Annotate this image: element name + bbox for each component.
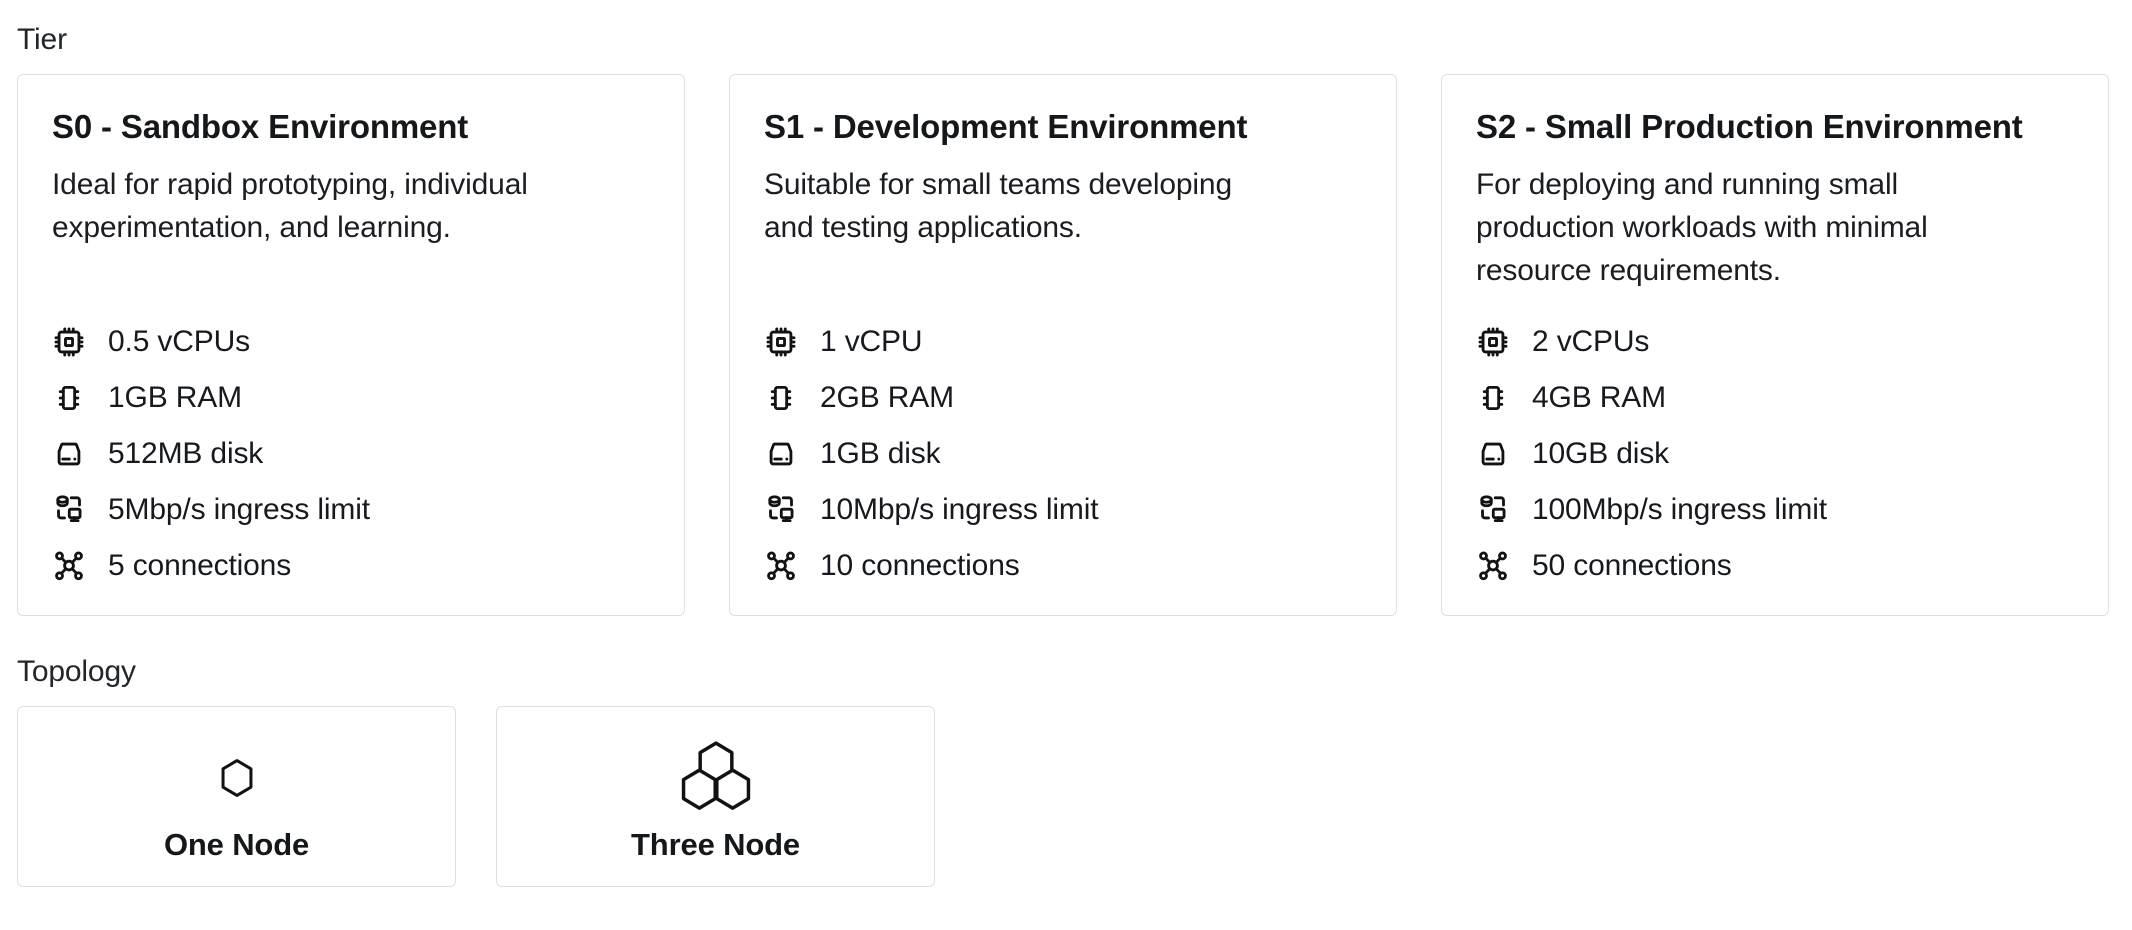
spec-label: 1 vCPU xyxy=(820,325,923,358)
topology-icon-box xyxy=(678,727,754,828)
spec-label: 1GB disk xyxy=(820,437,941,470)
spec-row-connections: 5 connections xyxy=(52,538,650,594)
topology-options-row: One Node Three Node xyxy=(17,706,2112,887)
spec-label: 10Mbp/s ingress limit xyxy=(820,493,1099,526)
spec-label: 2 vCPUs xyxy=(1532,325,1650,358)
topology-card-three-node[interactable]: Three Node xyxy=(496,706,935,887)
tier-title: S0 - Sandbox Environment xyxy=(52,108,469,145)
spec-label: 10GB disk xyxy=(1532,437,1669,470)
disk-icon xyxy=(52,437,86,471)
tier-description: Suitable for small teams developing and … xyxy=(764,168,1232,244)
one-node-icon xyxy=(221,758,252,797)
spec-row-connections: 10 connections xyxy=(764,538,1362,594)
tier-title: S1 - Development Environment xyxy=(764,108,1248,145)
spec-row-ingress: 5Mbp/s ingress limit xyxy=(52,482,650,538)
spec-label: 5Mbp/s ingress limit xyxy=(108,493,370,526)
ingress-icon xyxy=(52,493,86,527)
tier-card-s0[interactable]: S0 - Sandbox Environment Ideal for rapid… xyxy=(17,74,685,616)
spec-row-ingress: 10Mbp/s ingress limit xyxy=(764,482,1362,538)
spec-label: 50 connections xyxy=(1532,549,1732,582)
cpu-icon xyxy=(52,325,86,359)
tier-description: Ideal for rapid prototyping, individual … xyxy=(52,168,528,244)
topology-icon-box xyxy=(219,727,255,828)
three-node-icon xyxy=(681,740,750,810)
spec-label: 100Mbp/s ingress limit xyxy=(1532,493,1827,526)
spec-row-vcpu: 1 vCPU xyxy=(764,314,1362,370)
tier-card-s2[interactable]: S2 - Small Production Environment For de… xyxy=(1441,74,2109,616)
tier-section-label: Tier xyxy=(17,23,67,56)
cpu-icon xyxy=(764,325,798,359)
topology-card-label: One Node xyxy=(163,827,310,862)
ingress-icon xyxy=(764,493,798,527)
spec-label: 512MB disk xyxy=(108,437,264,470)
connections-icon xyxy=(52,549,86,583)
spec-row-ram: 1GB RAM xyxy=(52,370,650,426)
spec-row-disk: 512MB disk xyxy=(52,426,650,482)
spec-label: 5 connections xyxy=(108,549,292,582)
tier-options-row: S0 - Sandbox Environment Ideal for rapid… xyxy=(17,74,2112,616)
spec-row-connections: 50 connections xyxy=(1476,538,2074,594)
spec-label: 1GB RAM xyxy=(108,381,242,414)
topology-card-one-node[interactable]: One Node xyxy=(17,706,456,887)
spec-row-ingress: 100Mbp/s ingress limit xyxy=(1476,482,2074,538)
tier-spec-list: 2 vCPUs 4GB RAM 10GB disk 100Mbp/s ingre… xyxy=(1476,314,2074,594)
topology-section-label: Topology xyxy=(17,655,136,688)
tier-spec-list: 1 vCPU 2GB RAM 1GB disk 10Mbp/s ingress … xyxy=(764,314,1362,594)
spec-row-ram: 4GB RAM xyxy=(1476,370,2074,426)
spec-label: 0.5 vCPUs xyxy=(108,325,250,358)
disk-icon xyxy=(764,437,798,471)
connections-icon xyxy=(764,549,798,583)
tier-title: S2 - Small Production Environment xyxy=(1476,108,2023,145)
spec-label: 4GB RAM xyxy=(1532,381,1666,414)
spec-label: 10 connections xyxy=(820,549,1020,582)
cpu-icon xyxy=(1476,325,1510,359)
spec-row-disk: 1GB disk xyxy=(764,426,1362,482)
tier-topology-page: Tier S0 - Sandbox Environment Ideal for … xyxy=(17,23,2112,887)
connections-icon xyxy=(1476,549,1510,583)
topology-card-label: Three Node xyxy=(631,827,800,862)
spec-label: 2GB RAM xyxy=(820,381,954,414)
spec-row-vcpu: 0.5 vCPUs xyxy=(52,314,650,370)
spec-row-vcpu: 2 vCPUs xyxy=(1476,314,2074,370)
ingress-icon xyxy=(1476,493,1510,527)
spec-row-disk: 10GB disk xyxy=(1476,426,2074,482)
spec-row-ram: 2GB RAM xyxy=(764,370,1362,426)
tier-description: For deploying and running small producti… xyxy=(1476,168,1928,287)
disk-icon xyxy=(1476,437,1510,471)
ram-icon xyxy=(764,381,798,415)
ram-icon xyxy=(1476,381,1510,415)
ram-icon xyxy=(52,381,86,415)
tier-spec-list: 0.5 vCPUs 1GB RAM 512MB disk 5Mbp/s ingr… xyxy=(52,314,650,594)
tier-card-s1[interactable]: S1 - Development Environment Suitable fo… xyxy=(729,74,1397,616)
